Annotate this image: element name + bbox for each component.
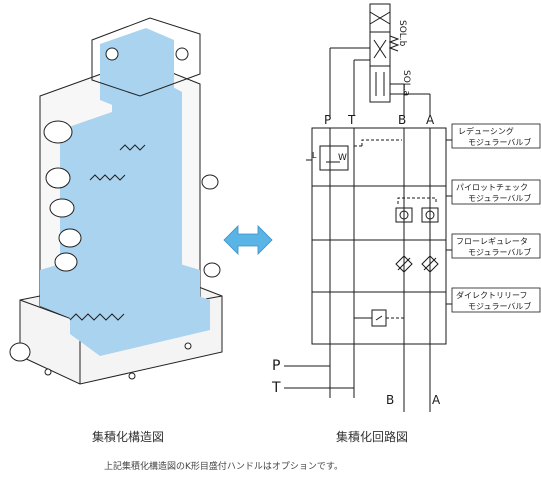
relief-valve-symbol (354, 309, 404, 327)
port-b-label: B (398, 113, 406, 127)
port-a-label: A (426, 113, 435, 127)
bidirectional-arrow-icon (223, 225, 273, 255)
module-stack-frame (311, 127, 447, 345)
module-label-flow-regulator-2: モジュラーバルブ (468, 247, 531, 257)
sol-a-label: SOL.a (401, 70, 411, 96)
flow-regulator-symbol (395, 255, 439, 273)
valve-stack-structure-illustration (9, 17, 223, 385)
module-label-flow-regulator-1: フローレギュレータ (456, 237, 528, 246)
reducing-w-label: W (338, 153, 347, 163)
springs (69, 144, 146, 321)
flow-passages (40, 28, 210, 356)
footnote: 上記集積化構造図のK形目盛付ハンドルはオプションです。 (104, 462, 344, 472)
module-label-box-flow-regulator (451, 233, 541, 259)
circuit-caption: 集積化回路図 (336, 430, 409, 444)
top-solenoid-valve (91, 17, 201, 97)
pipe-t-label: T (271, 380, 281, 396)
reducing-l-label: L (312, 151, 317, 160)
module-label-box-reducing (451, 123, 541, 149)
port-p-label: P (324, 113, 331, 127)
bottom-b-label: B (386, 393, 394, 407)
module-label-box-pilot-check (451, 179, 541, 205)
structure-caption: 集積化構造図 (92, 430, 165, 444)
solenoid-directional-valve (369, 3, 400, 103)
module-label-relief-1: ダイレクトリリーフ (456, 290, 528, 300)
pipe-p-label: P (272, 358, 280, 374)
pilot-check-valve-symbol (395, 197, 439, 223)
sol-b-label: SOL.b (397, 20, 407, 47)
bottom-a-label: A (432, 393, 441, 407)
module-label-box-relief (451, 287, 541, 313)
hydraulic-circuit-diagram (284, 3, 447, 412)
module-label-reducing-2: モジュラーバルブ (468, 137, 531, 147)
module-label-relief-2: モジュラーバルブ (468, 301, 531, 311)
reducing-valve-symbol (306, 139, 402, 171)
module-labels: レデューシング モジュラーバルブ パイロットチェック モジュラーバルブ フローレ… (446, 123, 541, 313)
module-label-pilot-check-2: モジュラーバルブ (468, 193, 531, 203)
port-t-label: T (347, 113, 356, 127)
module-label-reducing-1: レデューシング (458, 126, 514, 136)
handles (9, 120, 221, 362)
module-label-pilot-check-1: パイロットチェック (456, 183, 528, 192)
